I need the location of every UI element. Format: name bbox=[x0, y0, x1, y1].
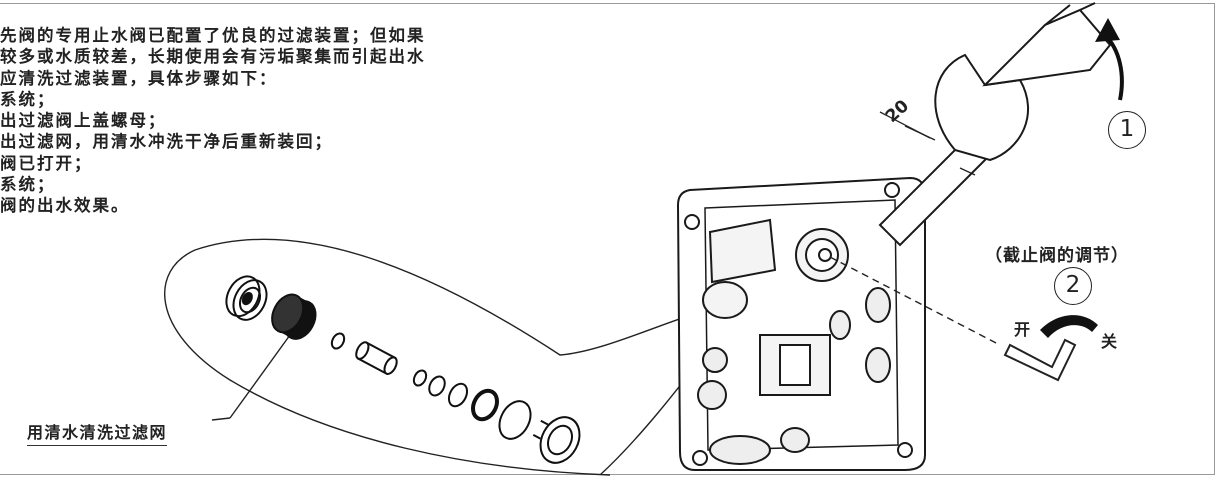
instruction-line: 阀的出水效果。 bbox=[0, 196, 130, 216]
instruction-line: 先阀的专用止水阀已配置了优良的过滤装置；但如果 bbox=[0, 26, 426, 45]
instruction-line: 应清洗过滤装置，具体步骤如下： bbox=[0, 68, 278, 88]
open-close-arrow-icon bbox=[1040, 315, 1098, 338]
instruction-line: 出过滤阀上盖螺母； bbox=[0, 111, 167, 131]
hex-key-icon bbox=[1003, 338, 1077, 382]
junction-box bbox=[676, 176, 926, 471]
instruction-line: 系统； bbox=[0, 175, 56, 195]
o-ring-icon bbox=[412, 369, 428, 387]
wrench-icon bbox=[878, 2, 1112, 247]
instruction-text: 先阀的专用止水阀已配置了优良的过滤装置；但如果 较多或水质较差，长期使用会有污垢… bbox=[0, 25, 426, 217]
gasket-icon bbox=[471, 388, 499, 422]
screw-hole-icon bbox=[884, 182, 900, 198]
direction-dashed-line bbox=[829, 256, 1001, 346]
open-label: 开 bbox=[1014, 320, 1031, 339]
filter-pointer-line bbox=[229, 334, 291, 419]
instruction-line: 较多或水质较差，长期使用会有污垢聚集而引起出水 bbox=[0, 47, 426, 67]
instruction-line: 出过滤网，用清水冲洗干净后重新装回； bbox=[0, 132, 333, 152]
elbow-pipe-icon bbox=[708, 218, 777, 284]
screw-hole-icon bbox=[897, 442, 913, 458]
filter-wash-label: 用清水清洗过滤网 bbox=[27, 419, 168, 446]
screw-hole-icon bbox=[692, 450, 708, 466]
instruction-line: 阀已打开； bbox=[0, 153, 93, 173]
step-2-marker: 2 bbox=[1054, 267, 1092, 305]
step-1-marker: 1 bbox=[1108, 111, 1146, 149]
filter-screen-icon bbox=[271, 293, 317, 340]
instruction-line: 系统； bbox=[0, 89, 56, 109]
dimension-lines bbox=[879, 111, 976, 176]
o-ring-icon bbox=[330, 332, 346, 350]
valve-adjust-title: （截止阀的调节） bbox=[985, 246, 1129, 266]
hex-nut-icon bbox=[532, 416, 581, 464]
screw-hole-icon bbox=[684, 214, 700, 230]
valve-core-icon bbox=[355, 341, 398, 375]
filter-cap-nut-icon bbox=[225, 275, 268, 321]
close-label: 关 bbox=[1101, 332, 1118, 351]
filter-parts bbox=[225, 275, 581, 464]
washer-icon bbox=[498, 400, 532, 440]
o-ring-icon bbox=[428, 375, 446, 397]
o-ring-icon bbox=[447, 382, 469, 408]
